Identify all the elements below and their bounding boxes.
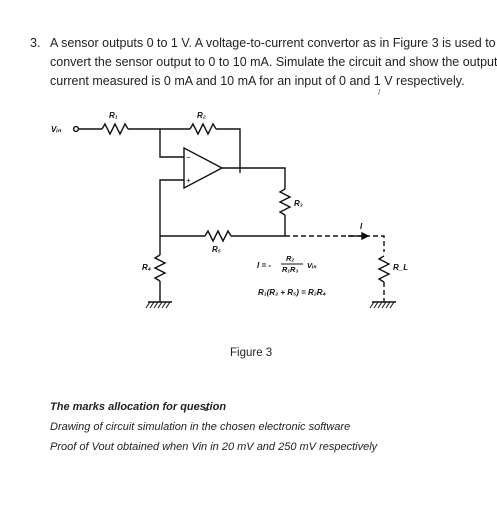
current-arrowhead [361, 231, 370, 241]
ground-r4-hatch [145, 301, 171, 309]
question-line-3: current measured is 0 mA and 10 mA for a… [50, 74, 465, 88]
label-vin: Vᵢₙ [51, 125, 62, 134]
resistor-r2 [189, 122, 217, 136]
mark-item-1: Drawing of circuit simulation in the cho… [50, 421, 351, 433]
label-r1: R₁ [109, 111, 118, 120]
question-number: 3. [30, 36, 41, 50]
wire-noninverting-input [159, 179, 184, 236]
wire-output-r3 [240, 167, 286, 189]
figure-caption: Figure 3 [230, 347, 273, 359]
resistor-r3 [278, 188, 292, 216]
resistor-r1 [101, 122, 129, 136]
wire-load-dashed [285, 235, 385, 252]
label-r5: R₅ [212, 245, 221, 254]
mark-item-2: Proof of Vout obtained when Vin in 20 mV… [50, 441, 378, 453]
resistor-r5 [204, 229, 232, 243]
circuit-diagram: − + Vᵢₙ R₁ R₂ R₃ R₅ R₄ R_L I I = - R₂ R₁… [51, 111, 408, 309]
eq1-denominator: R₁R₃ [282, 265, 298, 274]
marks-title: The marks allocation for question [50, 401, 227, 413]
opamp-minus: − [186, 153, 191, 162]
eq1-numerator: R₂ [286, 254, 294, 263]
opamp-plus: + [186, 176, 191, 185]
vin-terminal [72, 125, 80, 133]
label-i: I [360, 222, 363, 231]
label-r4: R₄ [142, 263, 151, 272]
resistor-rl [377, 255, 391, 283]
label-r3: R₃ [294, 199, 303, 208]
stray-mark: / [378, 88, 381, 97]
wire-inverting-input [159, 129, 184, 158]
resistor-r4 [153, 254, 167, 282]
eq1-lhs: I = - [257, 261, 271, 270]
question-line-1: A sensor outputs 0 to 1 V. A voltage-to-… [50, 36, 496, 50]
stray-mark: · [358, 441, 361, 450]
label-rl: R_L [393, 263, 408, 272]
ground-rl-hatch [369, 301, 395, 309]
eq2: R₁(R₃ + R₅) = R₂R₄ [258, 288, 326, 297]
label-r2: R₂ [197, 111, 206, 120]
stray-mark: ▴ [204, 404, 209, 413]
wire-r2-output [216, 128, 241, 173]
eq1-rhs: Vᵢₙ [307, 261, 317, 270]
question-line-2: convert the sensor output to 0 to 10 mA.… [50, 55, 497, 69]
opamp [183, 146, 224, 190]
